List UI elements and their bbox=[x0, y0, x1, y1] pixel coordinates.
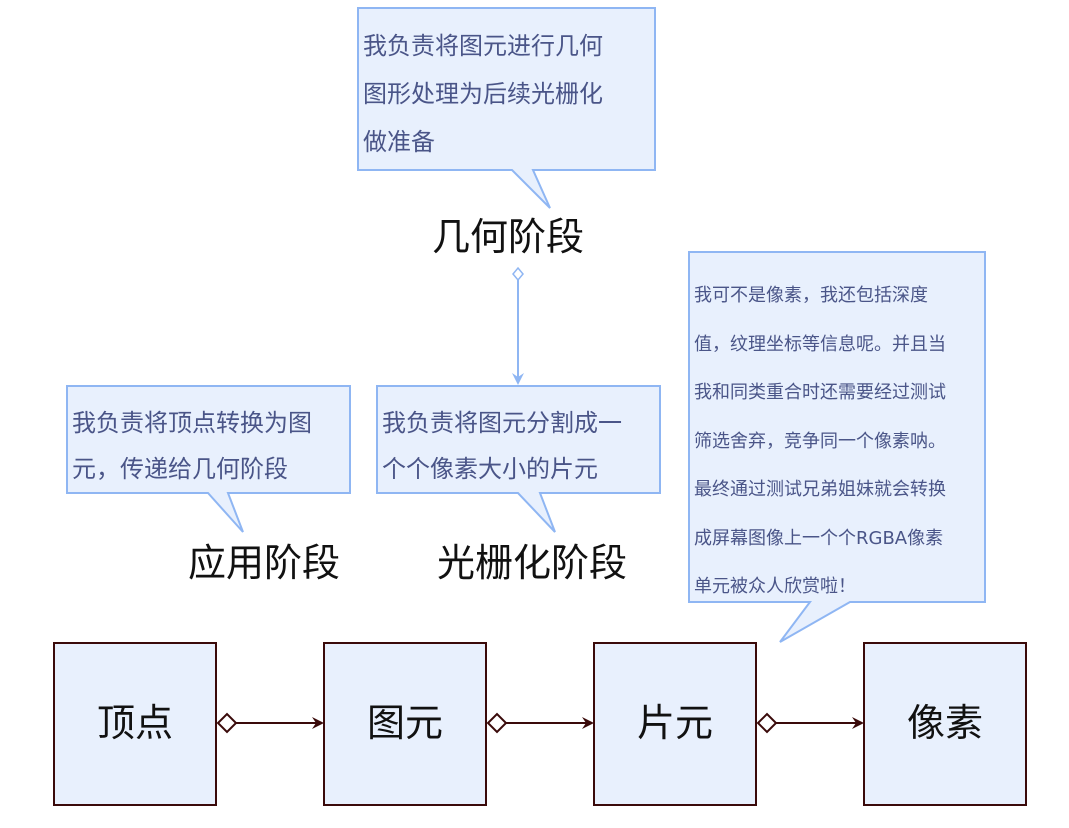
pipeline-label-primitive: 图元 bbox=[366, 701, 443, 745]
pipeline-label-fragment: 片元 bbox=[636, 701, 713, 745]
pipeline-box-fragment bbox=[593, 642, 757, 806]
pipeline-box-pixel bbox=[863, 642, 1027, 806]
callout-raster-text: 我负责将图元分割成一 个个像素大小的片元 bbox=[382, 409, 622, 483]
geometry-link-diamond bbox=[512, 266, 524, 282]
callout-geometry-shape bbox=[357, 7, 656, 209]
callout-raster-shape bbox=[376, 385, 661, 533]
stage-label-raster: 光栅化阶段 bbox=[437, 541, 628, 585]
callout-fragment-shape bbox=[688, 251, 986, 643]
stage-label-geometry: 几何阶段 bbox=[432, 215, 585, 259]
pipeline-box-vertex bbox=[53, 642, 217, 806]
pipeline-label-vertex: 顶点 bbox=[96, 701, 173, 745]
arrow-fragment-diamond bbox=[756, 712, 778, 734]
callout-geometry-text: 我负责将图元进行几何 图形处理为后续光栅化 做准备 bbox=[363, 32, 603, 156]
arrow-vertex-diamond bbox=[216, 712, 238, 734]
callout-fragment-text: 我可不是像素，我还包括深度 值，纹理坐标等信息呢。并且当 我和同类重合时还需要经… bbox=[694, 285, 946, 597]
pipeline-box-primitive bbox=[323, 642, 487, 806]
arrow-primitive-diamond bbox=[486, 712, 508, 734]
stage-label-application: 应用阶段 bbox=[188, 541, 341, 585]
pipeline-label-pixel: 像素 bbox=[906, 701, 983, 745]
callout-application-text: 我负责将顶点转换为图 元，传递给几何阶段 bbox=[72, 409, 312, 483]
callout-application-shape bbox=[66, 385, 351, 533]
